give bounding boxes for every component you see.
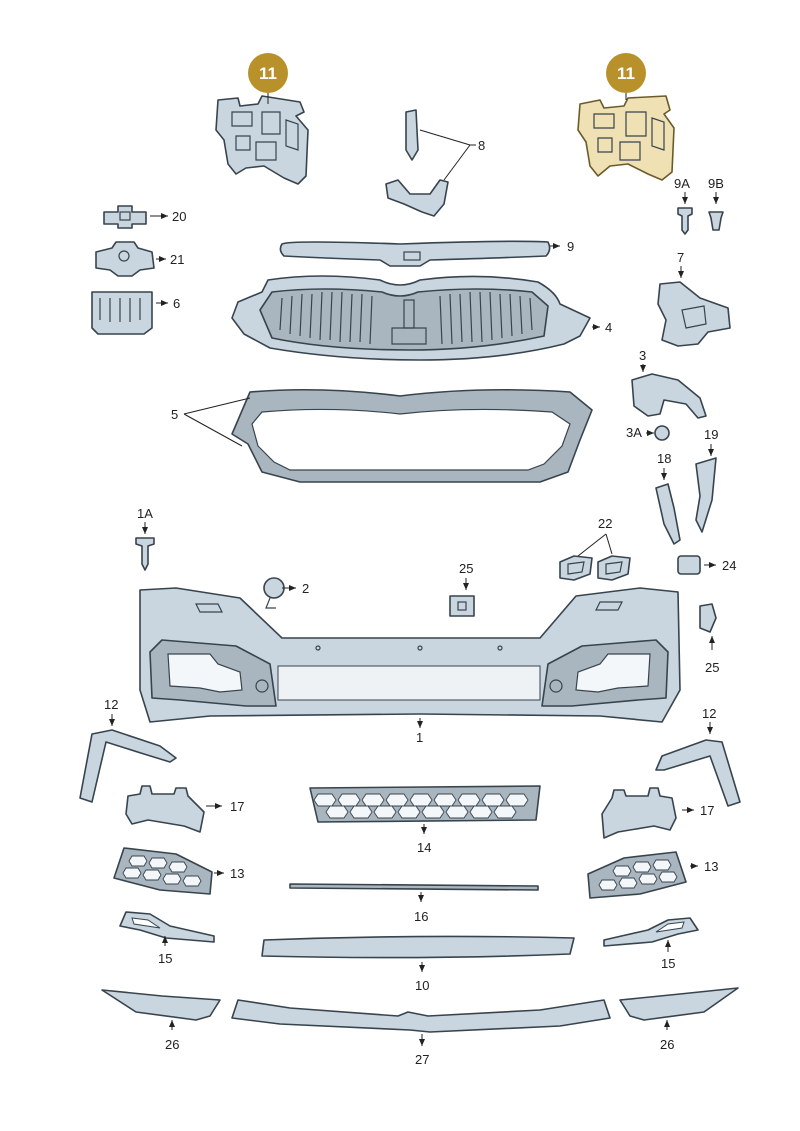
part-15-left-trim: 15 xyxy=(119,911,215,966)
label-15R: 15 xyxy=(661,956,675,971)
part-25-clip-right: 25 xyxy=(699,603,719,675)
part-7-bracket: 7 xyxy=(657,250,731,347)
label-17R: 17 xyxy=(700,803,714,818)
badge-11-right: 11 xyxy=(606,53,646,100)
part-14-hex-mesh xyxy=(313,793,529,819)
label-20: 20 xyxy=(172,209,186,224)
part-5-grille-frame: 5 xyxy=(171,388,593,483)
part-17-left-bracket: 17 xyxy=(125,785,244,833)
label-9B: 9B xyxy=(708,176,724,191)
part-17-right-bracket: 17 xyxy=(601,787,714,839)
badge-11-left: 11 xyxy=(248,53,288,104)
part-12-right-trim: 12 xyxy=(655,706,741,807)
label-21: 21 xyxy=(170,252,184,267)
part-11-left-bracket xyxy=(215,95,309,185)
label-25b: 25 xyxy=(705,660,719,675)
label-15L: 15 xyxy=(158,951,172,966)
part-6-cover: 6 xyxy=(91,291,180,335)
label-6: 6 xyxy=(173,296,180,311)
part-21-bracket: 21 xyxy=(95,241,184,277)
label-13L: 13 xyxy=(230,866,244,881)
label-1: 1 xyxy=(416,730,423,745)
label-19: 19 xyxy=(704,427,718,442)
part-9A-screw: 9A xyxy=(674,176,693,235)
part-13-left-grille: 13 xyxy=(113,847,244,895)
label-22: 22 xyxy=(598,516,612,531)
label-4: 4 xyxy=(605,320,612,335)
part-9B-clip: 9B xyxy=(708,176,724,231)
label-16: 16 xyxy=(414,909,428,924)
part-18-trim: 18 xyxy=(655,451,681,545)
part-14-lower-grille: 14 xyxy=(309,785,541,855)
part-3-bracket: 3 xyxy=(631,348,707,419)
part-1-bumper-cover: 1 xyxy=(139,587,681,745)
part-4-radiator-grille: 4 xyxy=(231,275,612,361)
label-26R: 26 xyxy=(660,1037,674,1052)
label-3A: 3A xyxy=(626,425,642,440)
part-2-plug: 2 xyxy=(263,577,309,609)
part-26-left-cover: 26 xyxy=(101,989,221,1052)
part-27-underbody: 27 xyxy=(231,999,611,1067)
label-9: 9 xyxy=(567,239,574,254)
label-7: 7 xyxy=(677,250,684,265)
label-24: 24 xyxy=(722,558,736,573)
part-20-bracket: 20 xyxy=(103,205,186,229)
label-1A: 1A xyxy=(137,506,153,521)
label-13R: 13 xyxy=(704,859,718,874)
part-10-spoiler: 10 xyxy=(261,935,575,993)
part-3A-nut: 3A xyxy=(626,425,670,441)
label-3: 3 xyxy=(639,348,646,363)
part-12-left-trim: 12 xyxy=(79,697,177,803)
part-11-right-bracket-highlighted xyxy=(577,95,675,181)
label-10: 10 xyxy=(415,978,429,993)
label-25a: 25 xyxy=(459,561,473,576)
part-25-clip-center: 25 xyxy=(449,561,475,617)
part-16-trim-strip: 16 xyxy=(289,883,539,924)
part-24-cap: 24 xyxy=(677,555,736,575)
part-15-right-trim: 15 xyxy=(603,917,699,971)
part-9-trim-strip: 9 xyxy=(279,239,574,267)
label-14: 14 xyxy=(417,840,431,855)
label-12R: 12 xyxy=(702,706,716,721)
label-17L: 17 xyxy=(230,799,244,814)
badge-11-right-text: 11 xyxy=(617,64,635,83)
part-26-right-cover: 26 xyxy=(619,987,739,1052)
badge-11-left-text: 11 xyxy=(259,64,277,83)
part-8-bracket: 8 xyxy=(385,109,485,217)
part-22-washer-nozzles: 22 xyxy=(559,516,631,581)
label-2: 2 xyxy=(302,581,309,596)
label-8: 8 xyxy=(478,138,485,153)
part-13-right-grille: 13 xyxy=(587,851,718,899)
part-19-trim: 19 xyxy=(695,427,718,533)
label-18: 18 xyxy=(657,451,671,466)
label-5: 5 xyxy=(171,407,178,422)
part-1A-screw: 1A xyxy=(135,506,155,571)
label-12L: 12 xyxy=(104,697,118,712)
label-9A: 9A xyxy=(674,176,690,191)
label-27: 27 xyxy=(415,1052,429,1067)
label-26L: 26 xyxy=(165,1037,179,1052)
